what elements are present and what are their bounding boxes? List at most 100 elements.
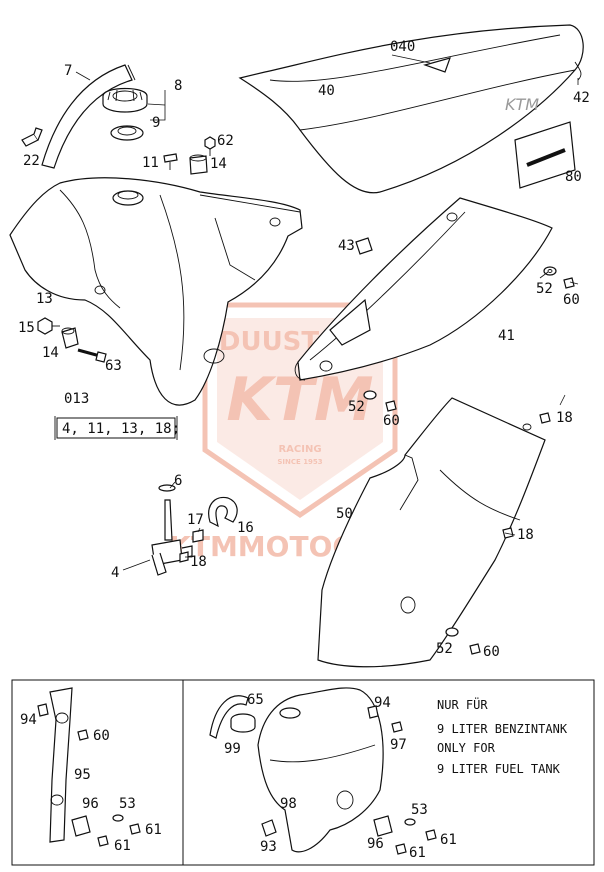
callout-11: 11 — [142, 155, 159, 171]
callout-93: 93 — [260, 839, 277, 855]
callout-040: 040 — [390, 39, 415, 55]
valve-93 — [261, 819, 277, 837]
kit-contents: 4, 11, 13, 18; — [62, 421, 180, 437]
washer-53-left — [112, 814, 124, 822]
callout-95: 95 — [74, 767, 91, 783]
breather-hose-65 — [209, 695, 249, 739]
screw-60-right — [563, 277, 579, 289]
callout-41: 41 — [498, 328, 515, 344]
callout-14-top: 14 — [210, 156, 227, 172]
callout-17: 17 — [187, 512, 204, 528]
cap-seal-9 — [110, 125, 144, 141]
bracket-95 — [49, 687, 73, 843]
washer-52-mid — [363, 390, 377, 400]
bolt-62 — [204, 136, 216, 156]
screw-61-left-a — [129, 823, 141, 835]
washer-53-right — [404, 818, 416, 826]
spoiler-41 — [294, 197, 553, 381]
screw-60-bottom — [469, 643, 481, 655]
callout-60-bottom: 60 — [483, 644, 500, 660]
fuel-cap-8 — [102, 87, 148, 113]
callout-6: 6 — [174, 473, 182, 489]
callout-96-right: 96 — [367, 836, 384, 852]
leader-lines — [75, 54, 579, 571]
callout-4: 4 — [111, 565, 119, 581]
clip-96-left — [71, 815, 91, 837]
svg-text:KTM: KTM — [505, 95, 539, 114]
callout-52-right: 52 — [536, 281, 553, 297]
callout-53-left: 53 — [119, 796, 136, 812]
bolt-63 — [77, 348, 107, 363]
callout-60-kit: 60 — [93, 728, 110, 744]
screw-18-cover-top — [539, 412, 551, 424]
callout-42: 42 — [573, 90, 590, 106]
note-line-1: NUR FÜR — [437, 696, 488, 712]
hose-clamp-17 — [192, 529, 204, 543]
note-line-4: 9 LITER FUEL TANK — [437, 762, 561, 776]
callout-18-tap: 18 — [190, 554, 207, 570]
clip-96-right — [373, 815, 393, 837]
callout-99: 99 — [224, 741, 241, 757]
callout-61-right-b: 61 — [409, 845, 426, 861]
fuel-tap-4 — [151, 484, 193, 576]
screw-61-right-b — [395, 843, 407, 855]
screw-60-kit — [77, 729, 89, 741]
screw-18-tap — [179, 551, 189, 563]
bushing-14-mid — [61, 327, 79, 349]
callout-61-left-a: 61 — [145, 822, 162, 838]
callout-9: 9 — [152, 115, 160, 131]
callout-16: 16 — [237, 520, 254, 536]
nine-litre-kit-frame — [11, 679, 595, 866]
bolt-94-right — [367, 705, 379, 719]
callout-14-mid: 14 — [42, 345, 59, 361]
bushing-43 — [355, 237, 373, 255]
seat-sticker-80 — [514, 121, 576, 189]
callout-97: 97 — [390, 737, 407, 753]
kit-note: NUR FÜR 9 LITER BENZINTANK ONLY FOR 9 LI… — [437, 696, 568, 776]
callout-60-right: 60 — [563, 292, 580, 308]
screw-11 — [163, 153, 178, 170]
callout-80: 80 — [565, 169, 582, 185]
watermark-racing-text: RACING — [278, 444, 321, 455]
washer-52-bottom — [445, 627, 459, 637]
callout-52-bottom: 52 — [436, 641, 453, 657]
callout-18-cover-top: 18 — [556, 410, 573, 426]
callout-94-left: 94 — [20, 712, 37, 728]
callout-013: 013 — [64, 391, 89, 407]
bolt-15 — [37, 317, 60, 335]
bolt-94-left — [37, 703, 49, 717]
callout-40: 40 — [318, 83, 335, 99]
screw-97 — [391, 721, 403, 733]
callout-13: 13 — [36, 291, 53, 307]
callout-96-left: 96 — [82, 796, 99, 812]
callout-18-cover-mid: 18 — [517, 527, 534, 543]
callout-8: 8 — [174, 78, 182, 94]
note-line-3: ONLY FOR — [437, 741, 496, 755]
callout-63: 63 — [105, 358, 122, 374]
note-line-2: 9 LITER BENZINTANK — [437, 722, 568, 736]
bushing-14-top — [189, 154, 208, 175]
side-cover-50 — [317, 397, 546, 668]
screw-60-mid — [385, 400, 397, 412]
seat-40: KTM — [238, 24, 584, 194]
callout-61-left-b: 61 — [114, 838, 131, 854]
fuel-tank-98 — [257, 687, 384, 853]
callout-15: 15 — [18, 320, 35, 336]
callout-7: 7 — [64, 63, 72, 79]
callout-65: 65 — [247, 692, 264, 708]
watermark-since-text: SINCE 1953 — [277, 458, 322, 466]
callout-94-right: 94 — [374, 695, 391, 711]
callout-98: 98 — [280, 796, 297, 812]
callout-60-mid: 60 — [383, 413, 400, 429]
callout-52-mid: 52 — [348, 399, 365, 415]
kit-box — [56, 417, 176, 439]
callout-62: 62 — [217, 133, 234, 149]
screw-61-right-a — [425, 829, 437, 841]
callout-53-right: 53 — [411, 802, 428, 818]
fuel-tank-13 — [9, 177, 303, 406]
fuel-cap-99 — [230, 713, 256, 733]
screw-61-left-b — [97, 835, 109, 847]
fuel-hose-16 — [208, 496, 238, 528]
callout-43: 43 — [338, 238, 355, 254]
